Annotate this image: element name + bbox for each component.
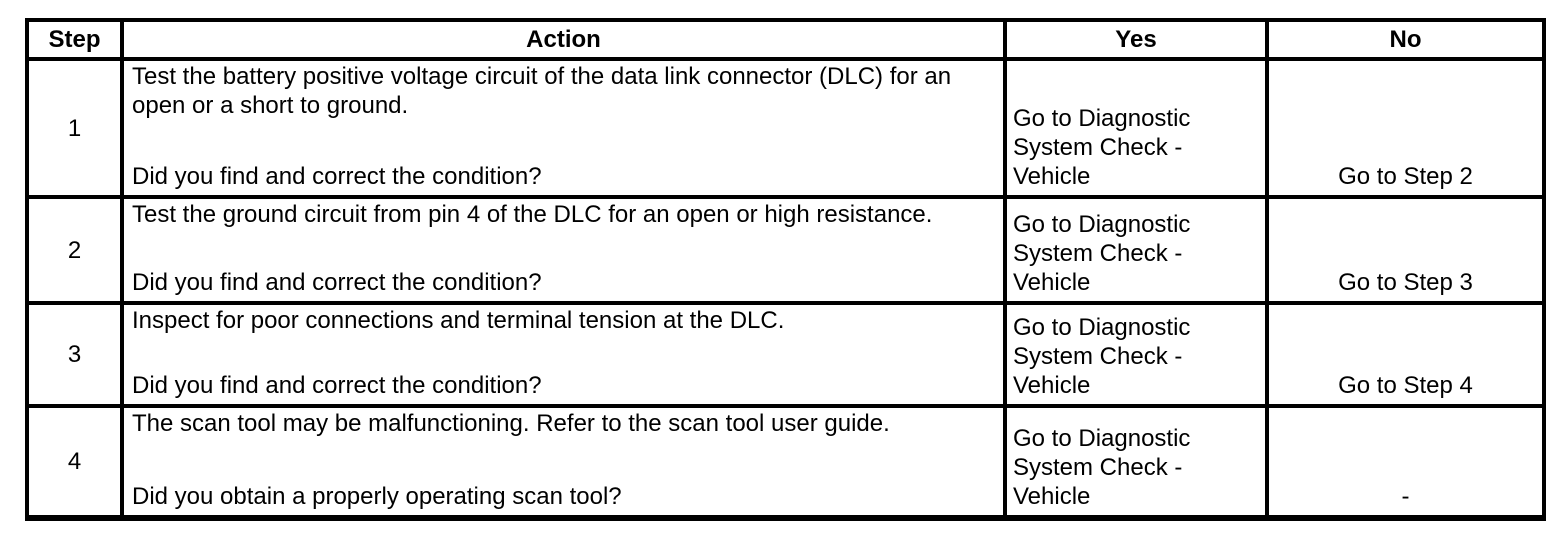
no-outcome-text: Go to Step 3 — [1338, 269, 1473, 296]
yes-outcome-cell: Go to Diagnostic System Check - Vehicle — [1007, 408, 1265, 515]
action-question-text: Did you obtain a properly operating scan… — [132, 483, 622, 510]
no-outcome-text: Go to Step 2 — [1338, 163, 1473, 190]
action-cell: Test the ground circuit from pin 4 of th… — [124, 199, 1003, 301]
yes-outcome-cell: Go to Diagnostic System Check - Vehicle — [1007, 305, 1265, 404]
step-number-cell: 2 — [29, 199, 120, 301]
action-instruction-text: Inspect for poor connections and termina… — [132, 307, 785, 334]
action-question-text: Did you find and correct the condition? — [132, 269, 542, 296]
yes-outcome-text: Go to Diagnostic System Check - Vehicle — [1013, 314, 1191, 399]
step-number-cell: 4 — [29, 408, 120, 515]
step-number-cell: 1 — [29, 61, 120, 195]
action-question-text: Did you find and correct the condition? — [132, 163, 542, 190]
action-cell: Inspect for poor connections and termina… — [124, 305, 1003, 404]
no-outcome-cell: Go to Step 2 — [1269, 61, 1542, 195]
no-outcome-text: - — [1401, 483, 1410, 510]
yes-outcome-text: Go to Diagnostic System Check - Vehicle — [1013, 105, 1191, 190]
column-header-action: Action — [124, 22, 1003, 57]
diagnostic-steps-table: Step Action Yes No 1 Test the battery po… — [25, 18, 1546, 521]
yes-outcome-text: Go to Diagnostic System Check - Vehicle — [1013, 425, 1191, 510]
action-cell: The scan tool may be malfunctioning. Ref… — [124, 408, 1003, 515]
yes-outcome-text: Go to Diagnostic System Check - Vehicle — [1013, 211, 1191, 296]
action-instruction-text: Test the ground circuit from pin 4 of th… — [132, 201, 933, 228]
column-header-no: No — [1269, 22, 1542, 57]
no-outcome-cell: Go to Step 3 — [1269, 199, 1542, 301]
action-instruction-text: The scan tool may be malfunctioning. Ref… — [132, 410, 890, 437]
column-header-yes: Yes — [1007, 22, 1265, 57]
column-header-step: Step — [29, 22, 120, 57]
step-number-cell: 3 — [29, 305, 120, 404]
yes-outcome-cell: Go to Diagnostic System Check - Vehicle — [1007, 199, 1265, 301]
action-cell: Test the battery positive voltage circui… — [124, 61, 1003, 195]
yes-outcome-cell: Go to Diagnostic System Check - Vehicle — [1007, 61, 1265, 195]
action-question-text: Did you find and correct the condition? — [132, 372, 542, 399]
action-instruction-text: Test the battery positive voltage circui… — [132, 63, 952, 119]
no-outcome-cell: Go to Step 4 — [1269, 305, 1542, 404]
no-outcome-cell: - — [1269, 408, 1542, 515]
no-outcome-text: Go to Step 4 — [1338, 372, 1473, 399]
